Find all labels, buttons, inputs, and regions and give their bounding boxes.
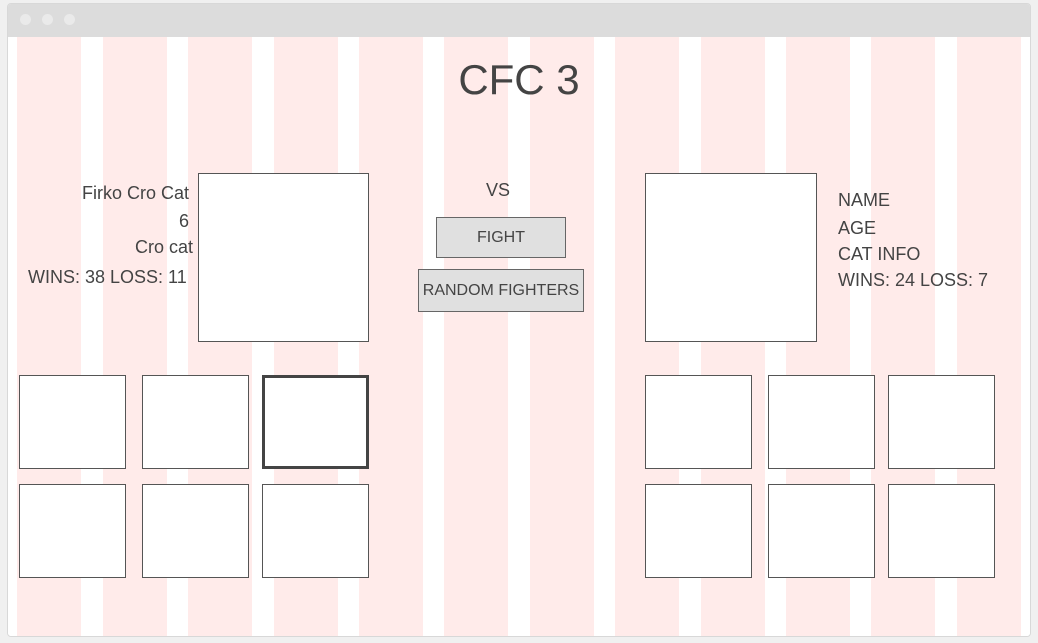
window-maximize-dot[interactable] xyxy=(64,14,75,25)
page-title: CFC 3 xyxy=(458,56,580,103)
right-fighter-info: CAT INFO xyxy=(838,244,921,264)
left-fighter-name: Firko Cro Cat xyxy=(81,183,189,203)
left-roster-thumb[interactable] xyxy=(19,484,126,578)
left-fighter-portrait xyxy=(198,173,369,342)
right-roster-thumb[interactable] xyxy=(768,484,875,578)
right-fighter-portrait xyxy=(645,173,817,342)
right-fighter-age: AGE xyxy=(838,218,877,238)
window-minimize-dot[interactable] xyxy=(42,14,53,25)
left-fighter-age: 6 xyxy=(178,211,189,231)
page-content: CFC 3 Firko Cro Cat 6 Cro cat WINS: 38 L… xyxy=(8,37,1030,636)
right-roster-thumb[interactable] xyxy=(888,484,995,578)
random-fighters-button[interactable]: RANDOM FIGHTERS xyxy=(418,269,584,312)
left-roster-thumb[interactable] xyxy=(142,484,249,578)
right-roster-thumb[interactable] xyxy=(645,484,752,578)
grid-column xyxy=(530,37,594,636)
left-roster-thumb[interactable] xyxy=(262,484,369,578)
left-roster-thumb[interactable] xyxy=(142,375,249,469)
vs-label: VS xyxy=(486,180,511,200)
left-fighter-info: Cro cat xyxy=(134,237,193,257)
right-fighter-name: NAME xyxy=(838,190,891,210)
right-roster-thumb[interactable] xyxy=(768,375,875,469)
fight-button[interactable]: FIGHT xyxy=(436,217,566,258)
right-roster-thumb[interactable] xyxy=(888,375,995,469)
window-close-dot[interactable] xyxy=(20,14,31,25)
grid-column xyxy=(444,37,508,636)
right-fighter-record: WINS: 24 LOSS: 7 xyxy=(838,270,989,290)
browser-window: CFC 3 Firko Cro Cat 6 Cro cat WINS: 38 L… xyxy=(7,3,1031,637)
left-roster-thumb-selected[interactable] xyxy=(262,375,369,469)
grid-column xyxy=(359,37,423,636)
left-fighter-record: WINS: 38 LOSS: 11 xyxy=(28,267,187,287)
left-roster-thumb[interactable] xyxy=(19,375,126,469)
window-titlebar xyxy=(8,4,1030,37)
right-roster-thumb[interactable] xyxy=(645,375,752,469)
